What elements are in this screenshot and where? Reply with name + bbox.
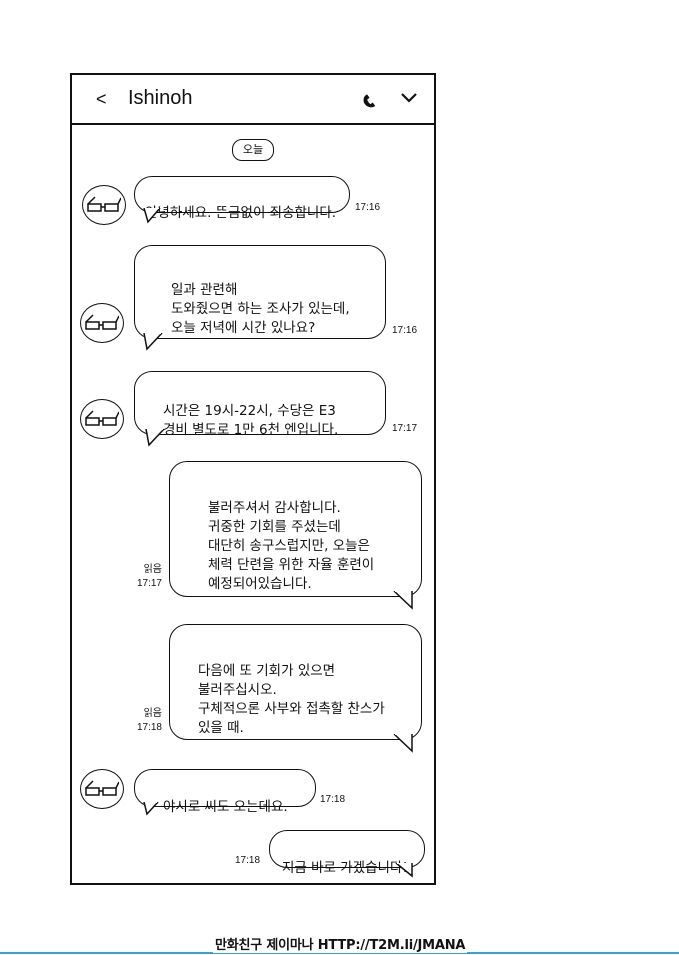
message-time: 17:16: [392, 325, 418, 336]
message-text: 불러주셔서 감사합니다. 귀중한 기회를 주셨는데 대단히 송구스럽지만, 오늘…: [208, 500, 375, 592]
bubble-tail: [393, 734, 413, 753]
message-bubble: 일과 관련해 도와줬으면 하는 조사가 있는데, 오늘 저녁에 시간 있나요?: [134, 245, 386, 339]
bubble-tail: [393, 591, 413, 610]
avatar[interactable]: [80, 769, 124, 809]
message-bubble: 시간은 19시-22시, 수당은 E3 경비 별도로 1만 6천 엔입니다.: [134, 371, 386, 438]
message-text: 다음에 또 기회가 있으면 불러주십시오. 구체적으론 사부와 접촉할 찬스가 …: [198, 663, 385, 736]
message-time: 17:18: [320, 794, 346, 805]
bubble-tail: [395, 863, 413, 878]
chevron-down-icon[interactable]: [400, 91, 418, 105]
bubble-tail: [143, 333, 163, 351]
bubble-tail: [145, 429, 165, 447]
message-text: 시간은 19시-22시, 수당은 E3 경비 별도로 1만 6천 엔입니다.: [163, 403, 339, 438]
footer-divider: [0, 952, 679, 954]
date-separator: 오늘: [232, 139, 274, 161]
message-text: 야시로 씨도 오는데요.: [163, 799, 288, 815]
glasses-icon: [85, 314, 119, 330]
chat-header: < Ishinoh: [72, 75, 434, 125]
message-bubble: 다음에 또 기회가 있으면 불러주십시오. 구체적으론 사부와 접촉할 찬스가 …: [169, 624, 422, 740]
message-time: 17:17: [136, 578, 162, 589]
message-text: 안녕하세요. 뜬금없이 죄송합니다.: [145, 205, 337, 221]
message-bubble: 안녕하세요. 뜬금없이 죄송합니다.: [134, 176, 350, 221]
glasses-icon: [87, 196, 121, 212]
glasses-icon: [85, 780, 119, 796]
read-receipt: 읽음 17:18: [128, 707, 162, 735]
avatar[interactable]: [80, 303, 124, 343]
message-time: 17:18: [136, 722, 162, 733]
message-time: 17:18: [235, 855, 261, 866]
avatar[interactable]: [82, 185, 126, 225]
message-bubble: 야시로 씨도 오는데요.: [134, 769, 316, 815]
back-button[interactable]: <: [96, 89, 107, 109]
message-text: 일과 관련해 도와줬으면 하는 조사가 있는데, 오늘 저녁에 시간 있나요?: [171, 282, 350, 336]
message-text: 지금 바로 가겠습니다!: [282, 860, 408, 876]
chat-screen: < Ishinoh 오늘 안녕하세요. 뜬금없이 죄송합니다. 17:16: [70, 73, 436, 885]
message-bubble: 불러주셔서 감사합니다. 귀중한 기회를 주셨는데 대단히 송구스럽지만, 오늘…: [169, 461, 422, 597]
read-label: 읽음: [143, 708, 162, 719]
watermark-text: 만화친구 제이마나 HTTP://T2M.li/JMANA: [213, 934, 468, 953]
read-label: 읽음: [143, 564, 162, 575]
bubble-tail: [143, 802, 159, 816]
read-receipt: 읽음 17:17: [128, 563, 162, 591]
message-bubble: 지금 바로 가겠습니다!: [269, 830, 425, 876]
phone-icon[interactable]: [360, 91, 380, 111]
bubble-tail: [143, 208, 161, 224]
avatar[interactable]: [80, 399, 124, 439]
glasses-icon: [85, 410, 119, 426]
message-time: 17:16: [355, 202, 381, 213]
watermark-footer: 만화친구 제이마나 HTTP://T2M.li/JMANA: [0, 930, 679, 955]
contact-name: Ishinoh: [128, 87, 193, 109]
message-time: 17:17: [392, 423, 418, 434]
